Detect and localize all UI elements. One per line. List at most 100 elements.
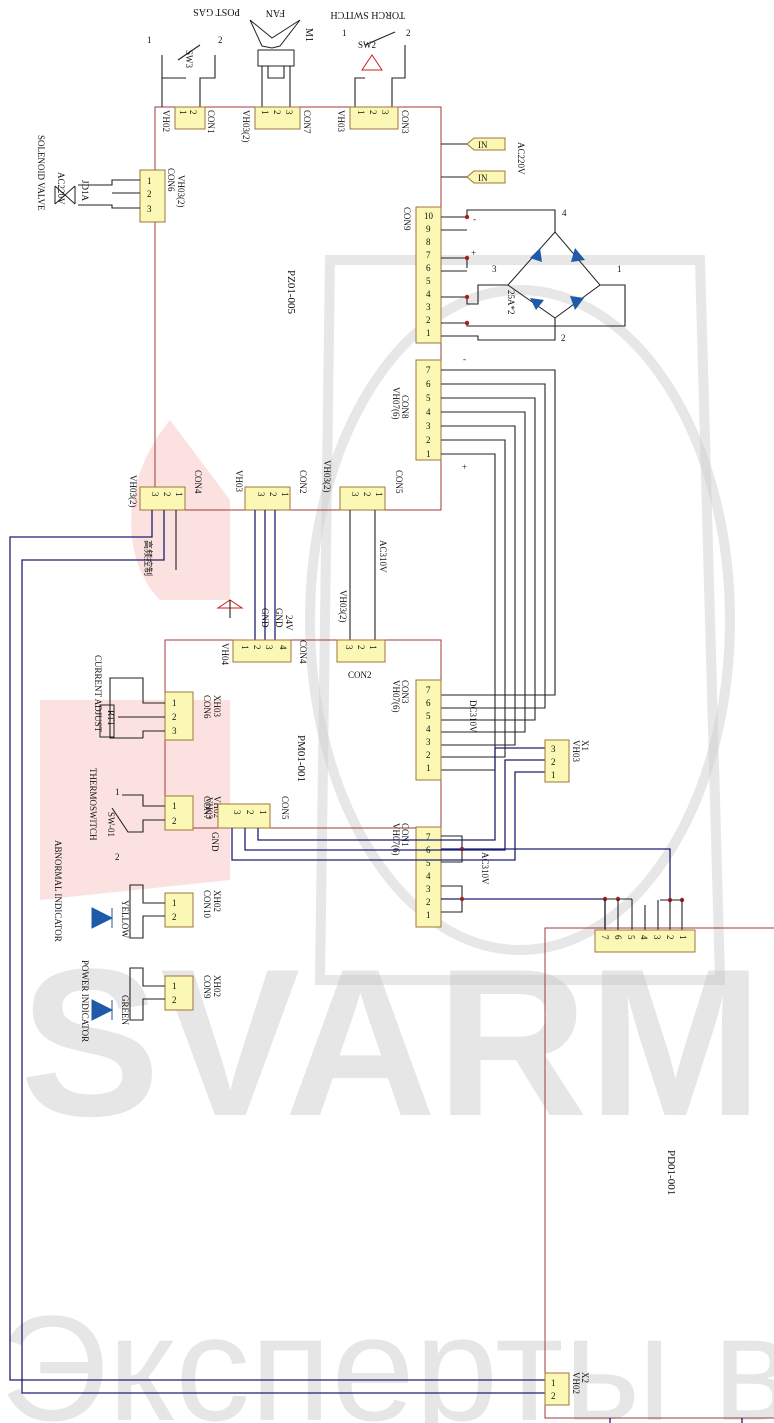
pz-con9: 10 9 8 7 6 5 4 3 2 1 CON9 [402,206,442,344]
torch-switch: TORCH SWITCH SW2 1 2 [330,9,411,107]
current-adjust-label: CURRENT ADJUST [93,655,103,733]
svg-text:3: 3 [256,492,266,497]
svg-text:1: 1 [174,492,184,497]
svg-text:1: 1 [374,492,384,497]
svg-text:3: 3 [150,492,160,497]
svg-text:2: 2 [172,912,177,922]
sw3-pin1: 1 [147,35,152,45]
svg-text:GND: GND [274,608,284,628]
board-pd01-001 [544,927,774,1419]
svg-text:24V: 24V [284,615,294,631]
svg-text:4: 4 [639,935,649,940]
svg-text:3: 3 [426,737,431,747]
pd-x2: 1 2 X2 VH02 [544,1372,590,1406]
svg-text:CON3: CON3 [400,680,410,704]
svg-text:1: 1 [426,910,431,920]
svg-text:X2: X2 [580,1372,590,1383]
svg-text:3: 3 [344,645,354,650]
svg-text:10: 10 [424,211,434,221]
svg-text:高频控制: 高频控制 [143,540,154,576]
svg-text:2: 2 [665,935,675,940]
svg-text:1: 1 [551,1378,556,1388]
svg-text:2: 2 [172,712,177,722]
svg-text:2: 2 [268,492,278,497]
sw3-pin2: 2 [218,35,223,45]
svg-text:4: 4 [562,208,567,218]
svg-text:CON6: CON6 [166,168,176,192]
svg-text:6: 6 [426,698,431,708]
svg-text:GREEN: GREEN [120,995,130,1025]
mains-input: IN IN AC220V [441,137,526,184]
pm-con1: 7 6 5 4 3 2 1 CON1 VH07(6) AC310V [391,823,490,928]
svg-text:1: 1 [147,176,152,186]
svg-text:7: 7 [426,365,431,375]
svg-text:2: 2 [252,645,262,650]
watermark-tagline: Эксперты в св [0,1284,774,1423]
board-label-pd: PD01-001 [665,1150,677,1195]
fan-motor: FAN M1 [249,7,314,107]
in-tag-1: IN [478,140,488,150]
svg-text:25A*2: 25A*2 [506,290,516,315]
fan-icon [249,19,301,49]
svg-text:2: 2 [172,995,177,1005]
svg-text:CON1: CON1 [206,110,216,134]
pz-con1: 1 2 CON1 VH02 [161,106,216,134]
svg-text:9: 9 [426,224,431,234]
svg-text:CON2: CON2 [348,670,372,680]
svg-text:AC220V: AC220V [56,172,66,205]
ac310v-label: AC310V [378,540,388,573]
svg-text:3: 3 [652,935,662,940]
pm-con7: 1 2 CON7 VH02 THERMOSWITCH SW-01 1 2 [88,768,222,862]
svg-text:7: 7 [426,250,431,260]
svg-text:XH02: XH02 [212,975,222,997]
svg-text:2: 2 [426,897,431,907]
svg-text:2: 2 [426,750,431,760]
svg-text:CON3: CON3 [400,110,410,134]
svg-text:+: + [471,248,476,258]
svg-text:1: 1 [551,770,556,780]
solenoid-valve: 1 2 3 CON6 VH03(2) SOLENOID VALVE JD1A A… [36,135,186,223]
svg-text:1: 1 [172,898,177,908]
pm-con9: 1 2 CON9 XH02 POWER INDICATOR GREEN [80,960,222,1042]
svg-text:3: 3 [264,645,274,650]
svg-text:2: 2 [551,757,556,767]
svg-text:1: 1 [260,110,270,115]
svg-text:CON7: CON7 [302,110,312,134]
svg-text:3: 3 [284,110,294,115]
power-indicator-label: POWER INDICATOR [80,960,90,1042]
pm-con4: 1 2 3 4 CON4 VH04 [220,639,308,665]
svg-text:1: 1 [172,801,177,811]
svg-text:2: 2 [426,435,431,445]
mains-voltage: AC220V [516,142,526,175]
svg-text:4: 4 [426,289,431,299]
svg-text:1: 1 [172,698,177,708]
sw2-pin2: 2 [406,28,411,38]
svg-text:VH02: VH02 [212,796,222,818]
svg-text:VH03: VH03 [204,797,214,819]
in-tag-2: IN [478,173,488,183]
solenoid-label: SOLENOID VALVE [36,135,46,211]
pd-top-connector: 1 2 3 4 5 6 7 [594,929,696,953]
svg-text:CON9: CON9 [402,207,412,231]
svg-text:VH03: VH03 [336,110,346,132]
svg-text:2: 2 [188,110,198,115]
svg-text:1: 1 [178,110,188,115]
svg-text:VH03(2): VH03(2) [322,460,332,493]
svg-text:2: 2 [426,315,431,325]
svg-text:6: 6 [426,263,431,273]
svg-text:GND: GND [210,832,220,852]
pz-con3: 1 2 3 CON3 VH03 [336,106,410,134]
svg-text:3: 3 [232,810,242,815]
svg-text:8: 8 [426,237,431,247]
svg-text:VH03: VH03 [571,740,581,762]
svg-text:3: 3 [492,264,497,274]
svg-text:VH03(2): VH03(2) [338,590,348,623]
svg-text:3: 3 [380,110,390,115]
svg-text:2: 2 [368,110,378,115]
svg-text:4: 4 [278,645,288,650]
svg-text:7: 7 [426,685,431,695]
svg-text:5: 5 [626,935,636,940]
svg-text:VH04: VH04 [220,643,230,665]
